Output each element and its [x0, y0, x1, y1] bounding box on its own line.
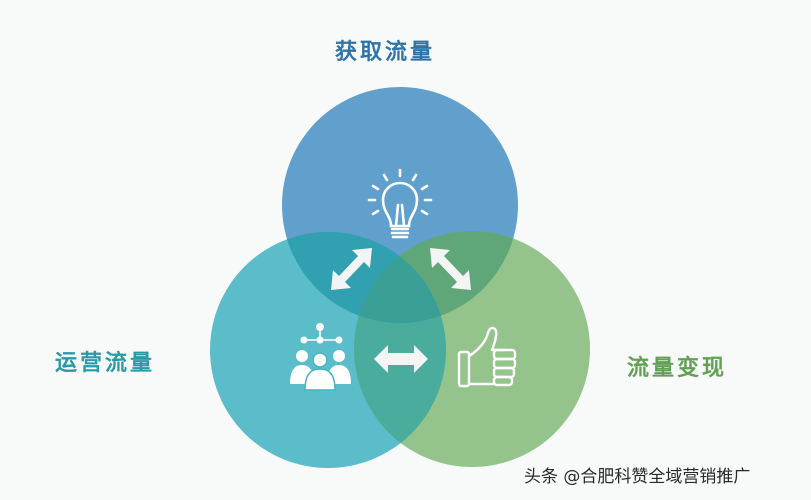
thumbs-up-icon	[457, 326, 517, 388]
label-operate-traffic: 运营流量	[55, 351, 156, 376]
label-monetize-traffic: 流量变现	[627, 356, 728, 381]
watermark: 头条 @合肥科赞全域营销推广	[524, 467, 751, 487]
team-network-icon	[290, 323, 351, 391]
lightbulb-icon	[367, 168, 433, 239]
diagonal-double-arrow-icon	[430, 248, 471, 290]
overlap-center	[354, 232, 446, 323]
diagonal-double-arrow-icon	[331, 248, 372, 290]
label-acquire-traffic: 获取流量	[335, 40, 436, 65]
horizontal-double-arrow-icon	[374, 345, 428, 373]
